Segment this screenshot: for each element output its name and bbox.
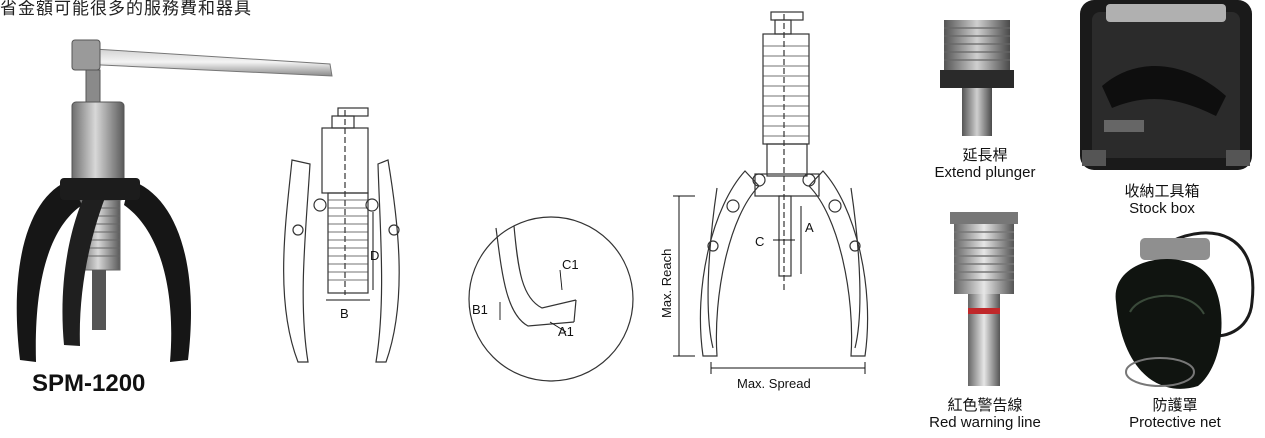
label-d: D [370,248,379,263]
caption-extend-plunger-zh: 延長桿 [962,146,1008,164]
diagram-jaw-tip-detail: B1 C1 A1 [468,216,634,382]
photo-red-warning-line [950,212,1018,386]
diagram-puller-side: B D [283,107,400,363]
label-max-reach: Max. Reach [659,249,674,318]
caption-extend-plunger-en: Extend plunger [934,164,1036,181]
diagram-puller-front: Max. Reach Max. Spread A C [659,11,869,391]
caption-stock-box-zh: 收納工具箱 [1124,182,1200,200]
caption-red-warning-line-en: Red warning line [929,414,1041,431]
label-a: A [805,220,814,235]
caption-stock-box-en: Stock box [1129,200,1195,217]
product-photo-puller [16,39,333,362]
caption-protective-net-zh: 防護罩 [1152,396,1198,414]
caption-stock-box: 收納工具箱 Stock box [1092,182,1232,218]
label-b: B [340,306,349,321]
caption-extend-plunger: 延長桿 Extend plunger [915,146,1055,182]
label-b1: B1 [472,302,488,317]
photo-protective-net [1115,231,1255,389]
caption-red-warning-line: 紅色警告線 Red warning line [910,396,1060,432]
model-name: SPM-1200 [32,370,146,397]
label-c: C [755,234,764,249]
label-a1: A1 [558,324,574,339]
photo-stock-box [1080,0,1252,170]
label-max-spread: Max. Spread [737,376,811,391]
header-text: 省金額可能很多的服務費和器具 [0,0,252,19]
label-c1: C1 [562,257,579,272]
caption-protective-net: 防護罩 Protective net [1100,396,1250,432]
caption-protective-net-en: Protective net [1129,414,1221,431]
caption-red-warning-line-zh: 紅色警告線 [947,396,1023,414]
photo-extend-plunger [940,20,1014,136]
